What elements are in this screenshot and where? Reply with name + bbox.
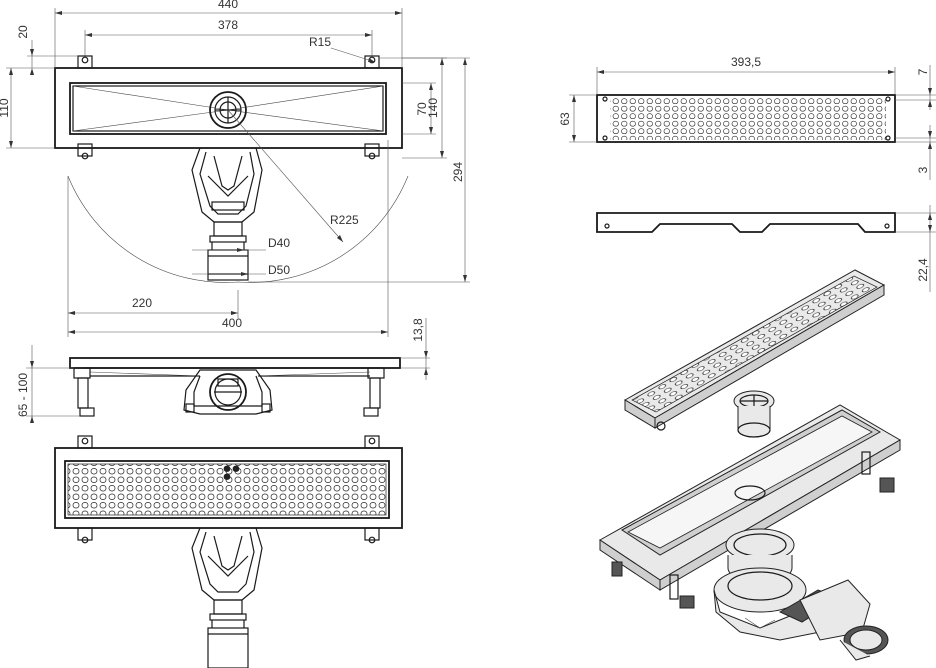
iso-grate <box>624 269 886 431</box>
dimensions-grate-plan: 393,5 63 7 3 <box>558 55 936 180</box>
top-view-channel <box>54 55 409 283</box>
dim-393-5: 393,5 <box>731 55 761 69</box>
dim-65-100: 65 - 100 <box>16 373 30 417</box>
dim-400: 400 <box>222 316 242 330</box>
exploded-isometric-view <box>599 269 901 661</box>
dimensions-front-view: 65 - 100 13,8 <box>16 318 430 423</box>
dim-r225: R225 <box>330 213 359 227</box>
grate-plan-view <box>596 94 896 143</box>
top-view-grate <box>54 435 403 668</box>
dim-140: 140 <box>426 98 440 118</box>
dim-294: 294 <box>451 162 465 182</box>
dimensions-top-view: 440 378 20 110 R15 70 <box>0 0 470 337</box>
dim-70: 70 <box>415 102 429 116</box>
iso-strainer <box>733 390 775 438</box>
grate-side-view <box>596 212 896 233</box>
dim-7: 7 <box>916 68 930 75</box>
dim-d50: D50 <box>268 263 290 277</box>
dim-440: 440 <box>218 0 238 11</box>
dimensions-grate-side: 22,4 <box>895 205 936 292</box>
iso-siphon <box>713 528 889 661</box>
front-view <box>69 357 401 417</box>
dim-20: 20 <box>16 25 30 39</box>
dim-220: 220 <box>132 296 152 310</box>
dim-3: 3 <box>916 166 930 173</box>
dim-d40: D40 <box>268 236 290 250</box>
dim-63: 63 <box>558 112 572 126</box>
dim-22-4: 22,4 <box>916 258 930 282</box>
dim-r15: R15 <box>309 35 331 49</box>
dim-13-8: 13,8 <box>411 318 425 342</box>
dim-378: 378 <box>218 18 238 32</box>
iso-channel <box>599 404 901 609</box>
dim-110: 110 <box>0 98 11 117</box>
